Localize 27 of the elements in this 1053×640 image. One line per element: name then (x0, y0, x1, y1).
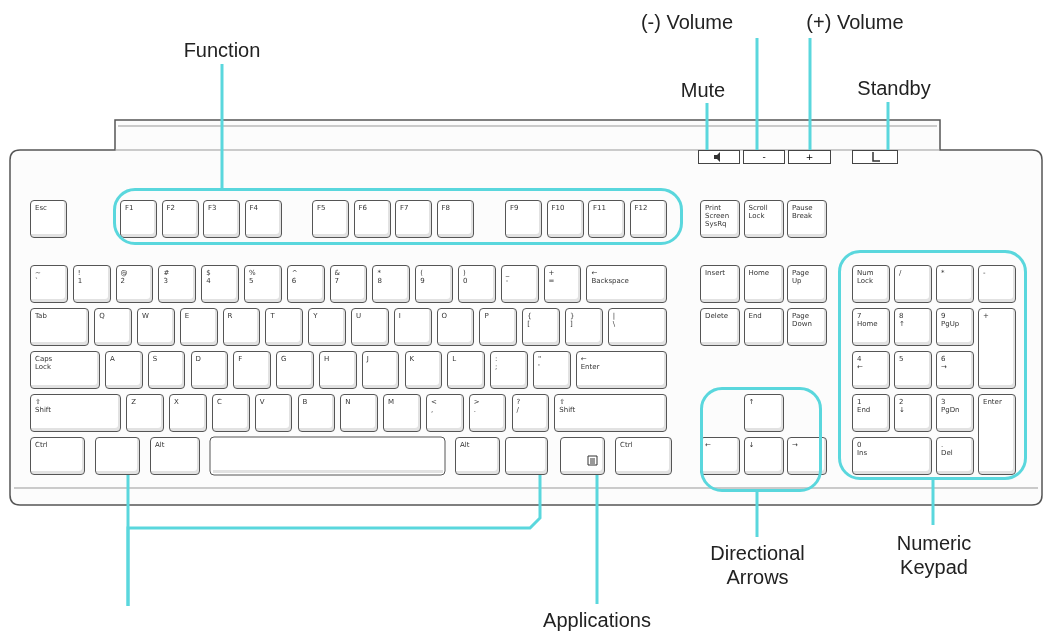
leader-line (705, 103, 709, 150)
keycap (95, 437, 140, 475)
leader-line (755, 38, 759, 150)
keycap (560, 437, 605, 475)
media-button (698, 150, 740, 164)
media-button: + (788, 150, 831, 164)
leader-line (755, 492, 759, 537)
media-button: - (743, 150, 785, 164)
highlight-outline (700, 387, 822, 492)
leader-line (886, 102, 890, 150)
leader-line (220, 64, 224, 188)
highlight-outline (838, 250, 1027, 480)
keycap (505, 437, 548, 475)
callout-label: (-) Volume (612, 6, 762, 38)
callout-label: Applications (522, 604, 672, 636)
callout-label: Numeric Keypad (875, 525, 993, 585)
leader-line (126, 475, 542, 606)
callout-label: Standby (845, 74, 943, 102)
callout-label: (+) Volume (790, 6, 920, 38)
highlight-outline (113, 188, 683, 245)
callout-label: Function (172, 36, 272, 64)
media-button (852, 150, 898, 164)
leader-line (808, 38, 812, 150)
leader-line (595, 475, 599, 604)
leader-line (931, 480, 935, 525)
callout-label: Mute (672, 77, 734, 103)
callout-label: Directional Arrows (685, 537, 830, 593)
